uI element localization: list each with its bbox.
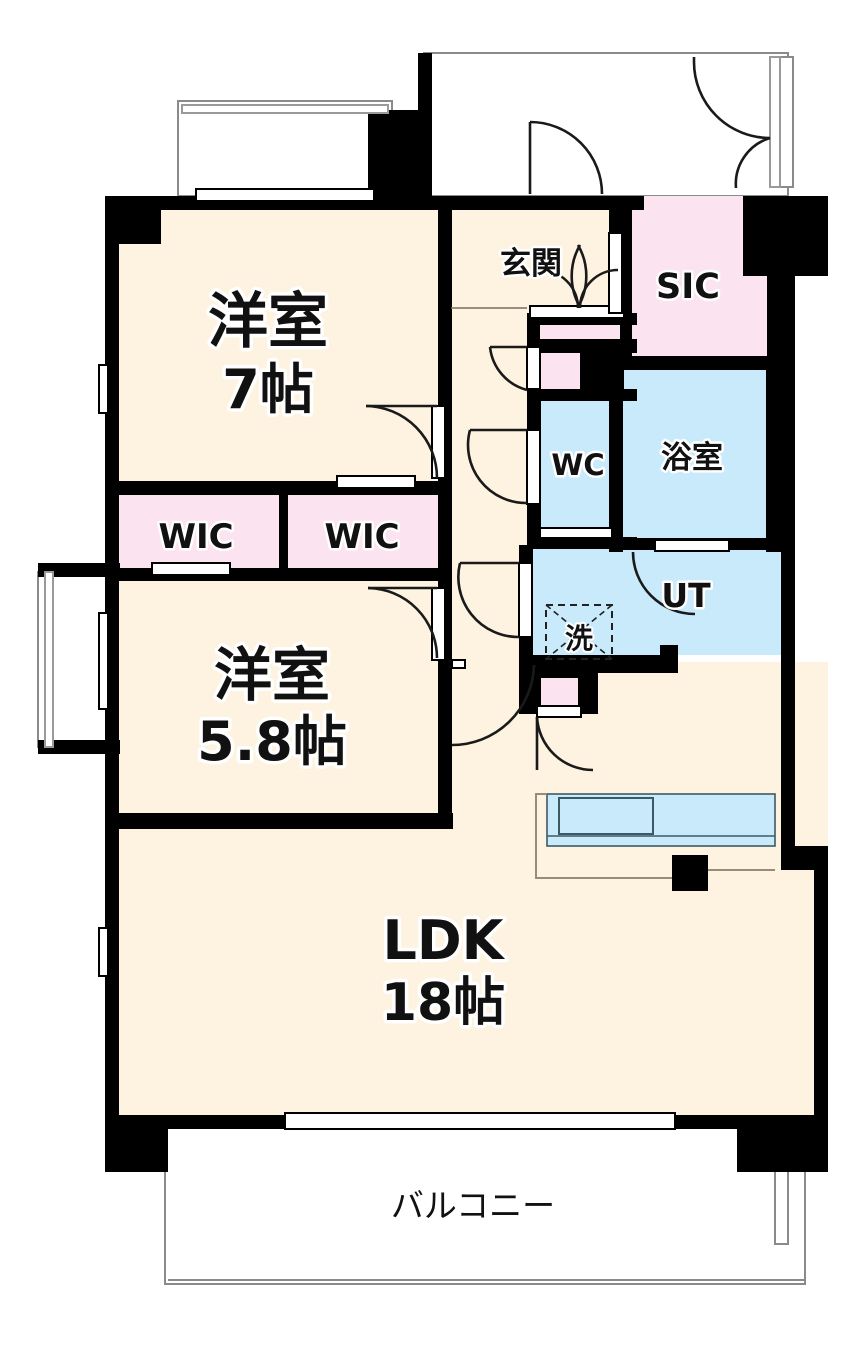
kitchen-sink [558, 797, 654, 835]
wc-south-opening [539, 527, 613, 539]
ldk-corridor-opening [451, 659, 466, 669]
washer-pan-x2 [545, 604, 613, 660]
wall-ut-southeast [660, 645, 678, 673]
wall-bedroom-sub-south [105, 813, 453, 829]
bath-door-arc [631, 551, 696, 616]
bath-door-opening[interactable] [654, 539, 730, 552]
bedroom-main-name: 洋室 [208, 287, 328, 357]
bedroom-sub-floor [105, 578, 438, 821]
fixtures [168, 307, 805, 1281]
north-window-box [177, 100, 393, 197]
wall-east-kitchen [781, 786, 795, 848]
wall-entry-west [418, 53, 432, 210]
wall-alcove-bottom [38, 740, 120, 754]
genkan-closet-arc-c [539, 268, 580, 309]
ut-label: UT [661, 576, 711, 615]
corridor-closet-upper-arc [488, 346, 528, 392]
wall-west-upper [105, 196, 119, 489]
bedroom-main-west-window[interactable] [98, 364, 109, 414]
wall-east-upper [814, 196, 828, 276]
column-ne [743, 196, 828, 276]
entry-door-arc [692, 61, 771, 140]
wall-west-wic [105, 489, 119, 579]
balcony-label: バルコニー [391, 1186, 555, 1225]
bedroom-sub-door-arc [367, 586, 439, 659]
washer-label: 洗 [565, 622, 593, 655]
wall-east-mid [781, 545, 795, 793]
ldk-door-arc [451, 664, 536, 747]
bedroom-main-floor [105, 196, 438, 489]
ldk-balcony-sliding-door[interactable] [284, 1112, 676, 1130]
wall-sic-south [620, 356, 781, 370]
ut-door-arc [457, 562, 520, 639]
wall-shoebox-left [527, 325, 540, 349]
bedroom-main-size: 7帖 [222, 358, 314, 421]
genkan-floor [451, 196, 557, 320]
entry-door-leaf [779, 56, 794, 188]
wic-right-door[interactable] [336, 475, 416, 489]
bedroom-sub-door-opening[interactable] [431, 587, 446, 661]
entry-side-window [769, 56, 781, 188]
wic-left-label: WIC [158, 517, 233, 557]
ldk-west-window[interactable] [98, 927, 109, 977]
kitchen-floor-outline [535, 793, 672, 879]
wc-label: WC [551, 448, 604, 482]
corridor-closet-floor [540, 347, 580, 389]
wic-left-floor [116, 490, 279, 574]
ut-floor [532, 545, 781, 673]
genkan-door-arc [529, 120, 604, 195]
bedroom-main-window-outer [181, 104, 389, 114]
corridor-closet-upper-door[interactable] [526, 346, 541, 390]
corridor-closet-lower-arc [535, 716, 594, 772]
kitchen-counter-outline [546, 793, 776, 847]
entry-outer-box [423, 52, 789, 197]
bedroom-sub-name: 洋室 [214, 641, 330, 709]
wall-corridor-west-wic [438, 488, 452, 580]
wc-floor [540, 398, 612, 537]
wall-alcove-top [38, 563, 120, 577]
door-arcs [365, 57, 771, 772]
genkan-label: 玄関 [500, 246, 562, 282]
wall-wic-divider [279, 481, 288, 576]
bedroom-main-window[interactable] [195, 188, 375, 202]
wall-north-genkan [432, 196, 644, 210]
bath-label: 浴室 [661, 440, 723, 476]
wall-bath-west [609, 356, 623, 552]
bedroom-sub-west-window[interactable] [98, 612, 109, 710]
sic-floor [632, 196, 781, 358]
wall-east-ldk [814, 846, 828, 1116]
wc-door-arc [466, 429, 528, 505]
wc-door-opening[interactable] [526, 429, 541, 505]
wall-bath-east [766, 356, 781, 552]
column-north-mid [368, 110, 420, 210]
bedroom-main-door-arc [365, 404, 439, 479]
wic-right-floor [287, 490, 438, 574]
wic-left-door[interactable] [151, 562, 231, 576]
ut-door-opening[interactable] [518, 562, 533, 638]
alcove-outer-window [44, 571, 54, 748]
bedroom-sub-size: 5.8帖 [197, 710, 347, 773]
genkan-closet-arc-d [578, 268, 619, 309]
sic-door-opening[interactable] [608, 232, 623, 314]
kitchen-counter-fill [547, 794, 775, 846]
room-labels: 洋室 7帖 WIC WIC 洋室 5.8帖 LDK 18帖 玄関 SIC WC … [156, 244, 726, 1226]
ldk-size: 18帖 [381, 973, 505, 1033]
bedroom-main-door-opening[interactable] [431, 405, 446, 479]
wic-right-label: WIC [324, 517, 399, 557]
wall-corridor-closet-east [578, 666, 598, 714]
column-kitchen [672, 855, 708, 891]
wall-sic-east-step [767, 276, 795, 368]
wall-west-ldk [105, 821, 119, 1115]
windows[interactable] [44, 56, 781, 1130]
corridor-closet-lower-door[interactable] [536, 705, 582, 718]
ldk-name: LDK [382, 909, 505, 972]
entry-door-arc2 [734, 136, 771, 189]
sic-label: SIC [656, 267, 720, 307]
bath-floor [623, 368, 766, 540]
